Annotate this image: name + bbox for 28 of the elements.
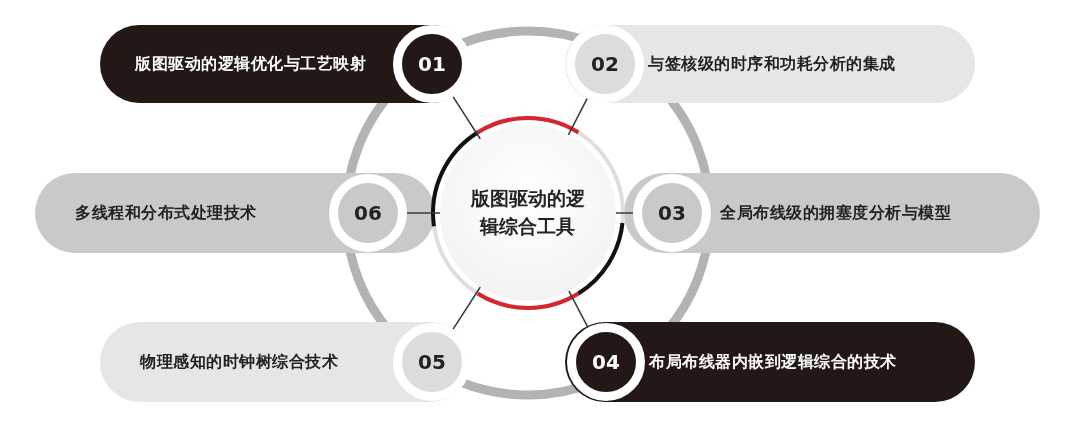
connector-line xyxy=(452,286,482,330)
number-circle xyxy=(567,323,645,401)
connector-line xyxy=(406,212,441,214)
number-circle xyxy=(633,174,711,252)
topic-pill xyxy=(565,25,975,103)
center-circle xyxy=(440,125,616,301)
number-circle xyxy=(329,174,407,252)
topic-label: 版图驱动的逻辑优化与工艺映射 xyxy=(135,53,366,75)
step-number: 03 xyxy=(658,201,686,225)
step-number: 02 xyxy=(591,52,619,76)
step-number: 05 xyxy=(418,350,446,374)
connector-line xyxy=(568,290,589,329)
step-number: 06 xyxy=(354,201,382,225)
step-number: 01 xyxy=(418,52,446,76)
step-number: 04 xyxy=(592,350,620,374)
connector-line xyxy=(615,212,634,214)
center-title: 版图驱动的逻辑综合工具 xyxy=(469,186,586,239)
topic-label: 与签核级的时序和功耗分析的集成 xyxy=(648,53,896,75)
topic-pill xyxy=(35,173,435,253)
topic-pill xyxy=(624,173,1040,253)
connector-line xyxy=(452,96,482,140)
number-circle xyxy=(566,25,644,103)
topic-label: 物理感知的时钟树综合技术 xyxy=(140,351,338,373)
topic-label: 布局布线器内嵌到逻辑综合的技术 xyxy=(649,351,897,373)
topic-label: 全局布线级的拥塞度分析与模型 xyxy=(720,202,951,224)
topic-label: 多线程和分布式处理技术 xyxy=(75,202,257,224)
connector-line xyxy=(567,97,588,136)
topic-pill xyxy=(565,322,975,402)
